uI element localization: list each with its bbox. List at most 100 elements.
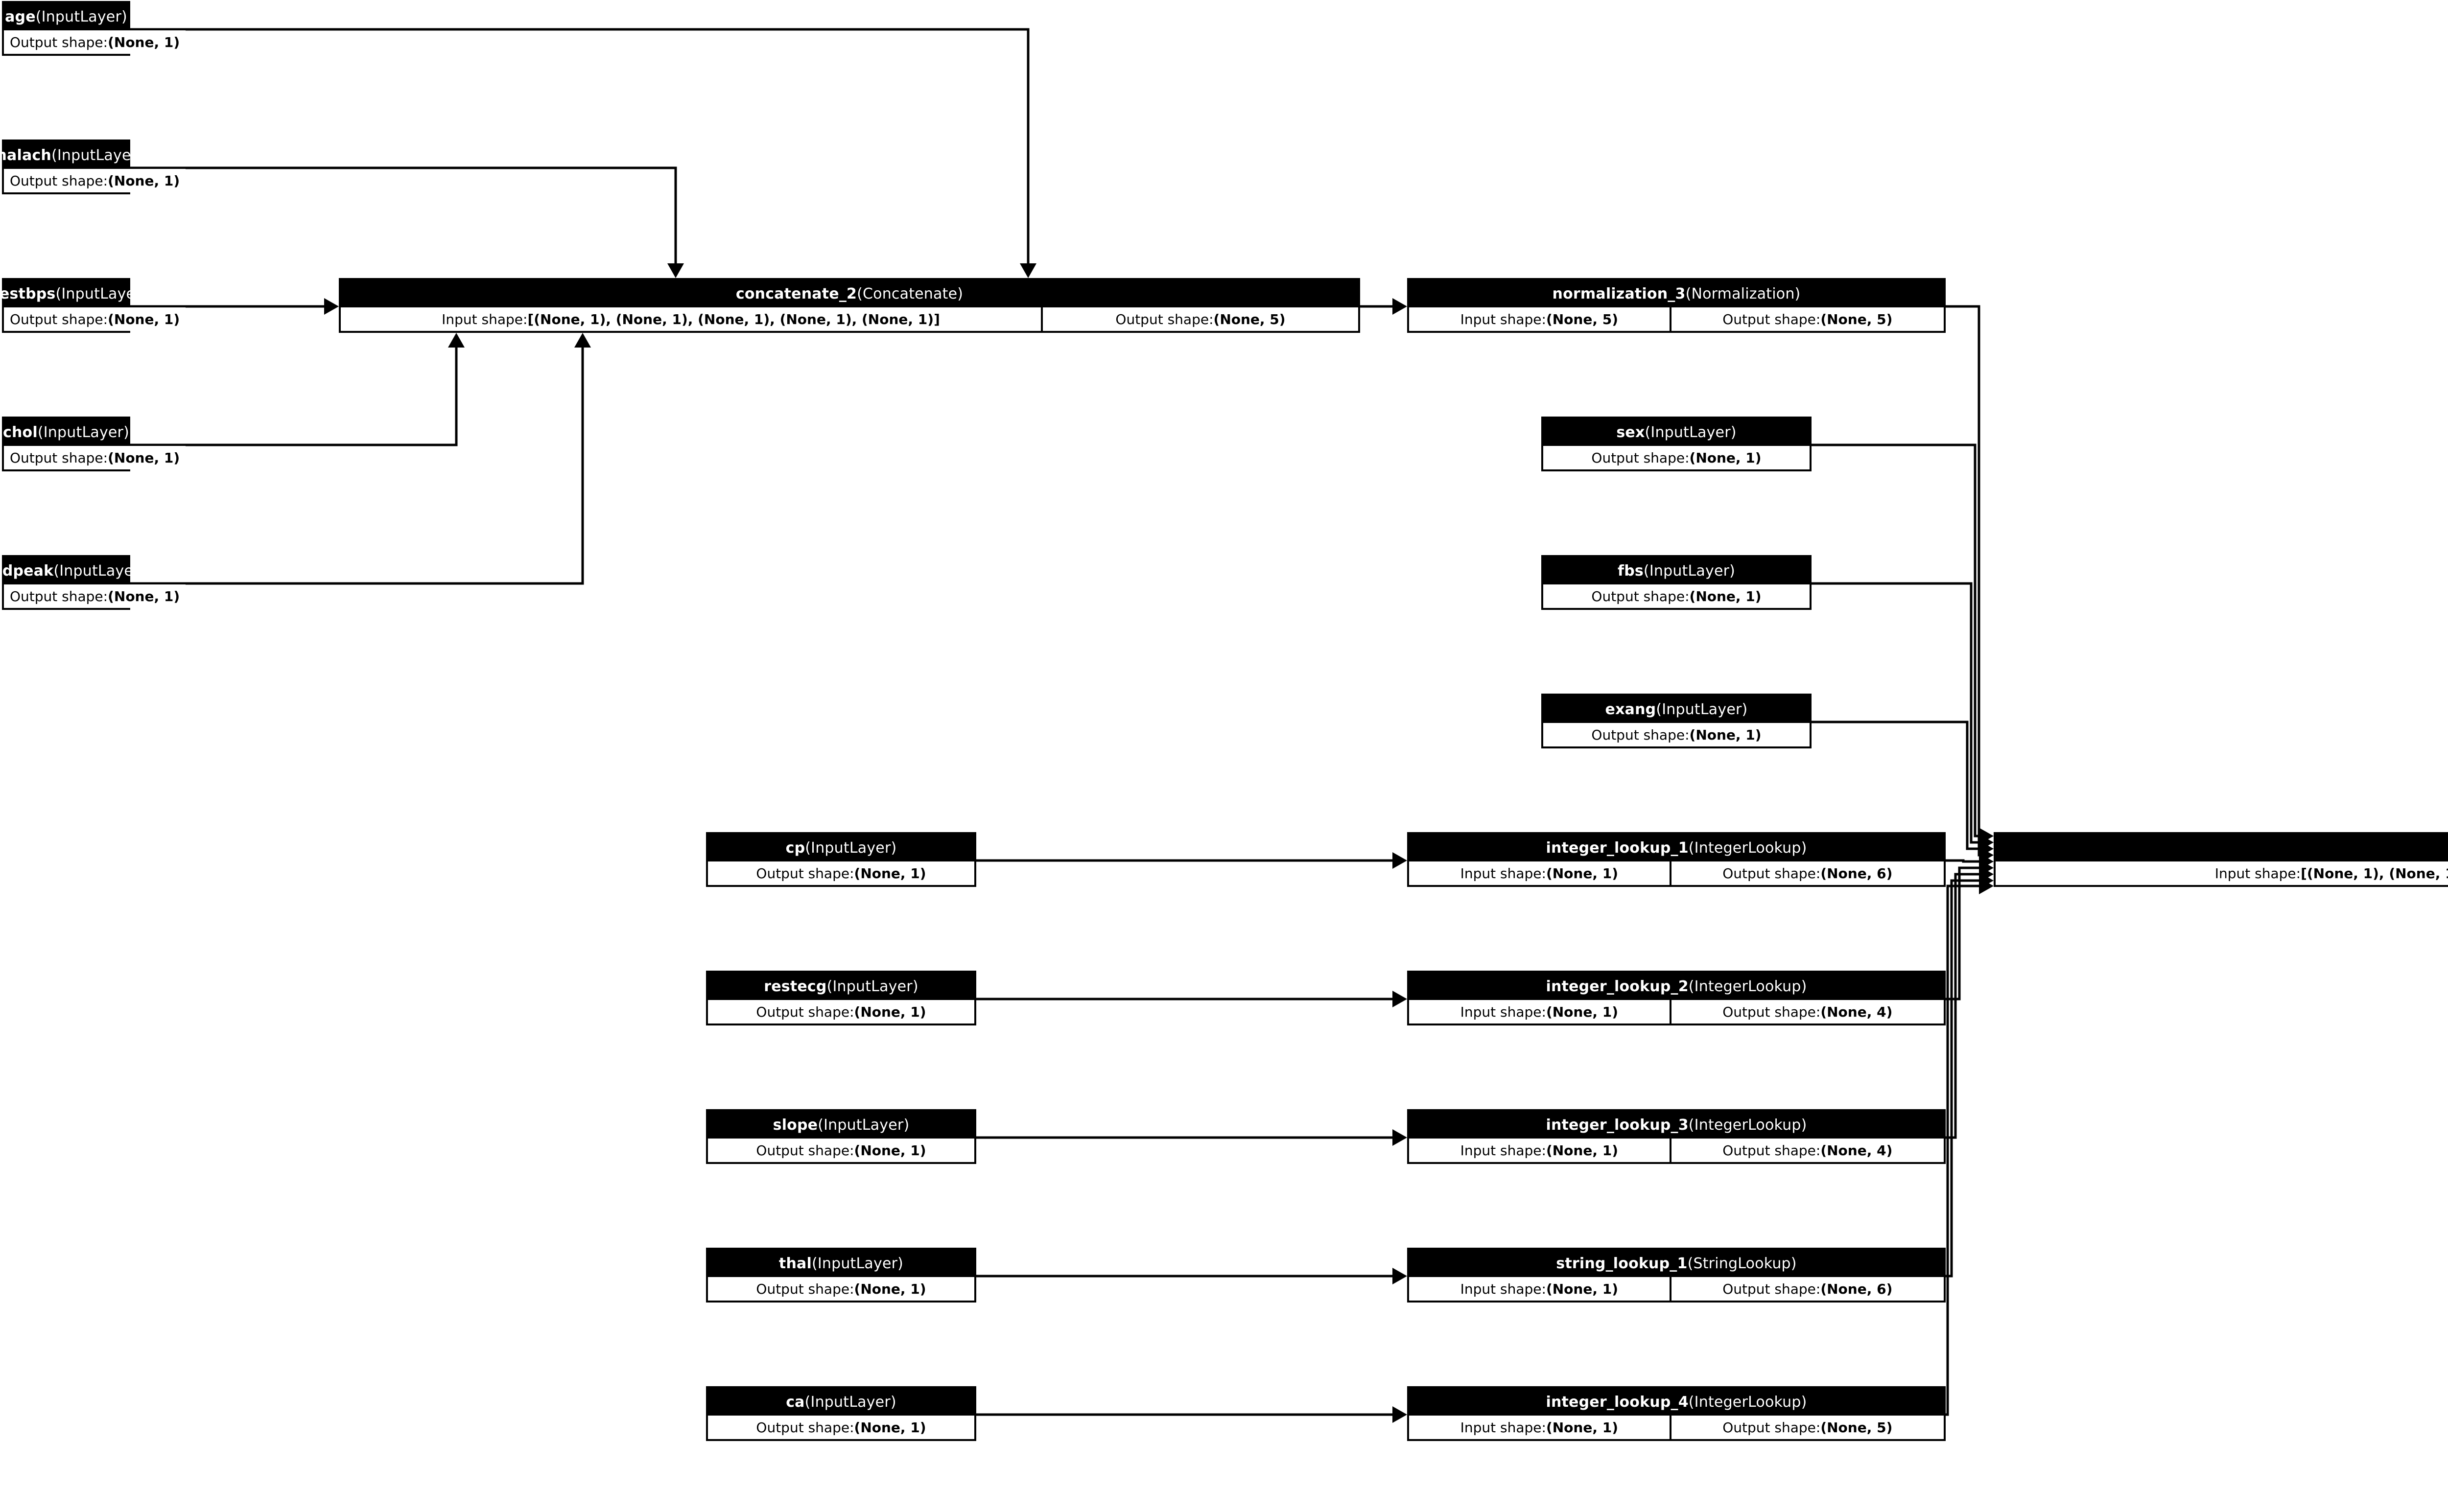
output-shape-value-normalization_3: (None, 5) [1820,311,1893,327]
output-shape-value-string_lookup_1: (None, 6) [1820,1280,1893,1297]
arrowhead-cp-to-integer_lookup_1 [1392,852,1407,869]
node-oldpeak[interactable]: oldpeak(InputLayer)Output shape:(None, 1… [0,555,186,610]
node-shapes-age: Output shape:(None, 1) [4,30,186,54]
output-shape-label-exang: Output shape: [1591,726,1690,743]
output-shape-value-integer_lookup_3: (None, 4) [1820,1142,1893,1159]
input-shape-label-integer_lookup_1: Input shape: [1460,865,1546,882]
node-title-integer_lookup_4: integer_lookup_4(IntegerLookup) [1409,1388,1944,1416]
output-shape-cell-oldpeak: Output shape:(None, 1) [4,584,186,608]
edge-oldpeak-to-concatenate_2 [130,348,584,585]
node-name-concatenate_2: concatenate_2 [735,285,857,302]
node-name-integer_lookup_3: integer_lookup_3 [1546,1116,1689,1134]
input-shape-value-integer_lookup_2: (None, 1) [1546,1003,1618,1020]
input-shape-value-concatenate_3: [(None, 1), (None, 1), (None, 1), (None,… [2301,865,2448,882]
input-shape-value-integer_lookup_4: (None, 1) [1546,1419,1618,1436]
output-shape-value-concatenate_2: (None, 5) [1213,311,1286,327]
output-shape-cell-slope: Output shape:(None, 1) [708,1139,974,1162]
node-thalach[interactable]: thalach(InputLayer)Output shape:(None, 1… [0,140,186,194]
node-age[interactable]: age(InputLayer)Output shape:(None, 1) [2,1,186,56]
node-shapes-integer_lookup_4: Input shape:(None, 1) Output shape: (None,… [1409,1416,1944,1439]
node-shapes-exang: Output shape:(None, 1) [1543,723,1810,746]
output-shape-cell-age: Output shape:(None, 1) [4,30,186,54]
node-name-trestbps: trestbps [0,285,56,302]
node-type-exang: (InputLayer) [1656,700,1748,718]
node-type-normalization_3: (Normalization) [1685,285,1801,302]
node-cp[interactable]: cp(InputLayer) Output shape:(None, 1) [706,832,976,887]
arrowhead-thalach-to-concatenate_2 [667,263,684,278]
node-name-thalach: thalach [0,146,51,164]
node-type-cp: (InputLayer) [805,839,897,857]
node-title-trestbps: trestbps(InputLayer) [0,280,147,307]
input-shape-label-concatenate_2: Input shape: [442,311,528,327]
output-shape-value-ca: (None, 1) [854,1419,926,1436]
input-shape-cell-integer_lookup_4: Input shape:(None, 1) [1409,1416,1670,1439]
node-integer_lookup_2[interactable]: integer_lookup_2(IntegerLookup) Input sha… [1407,971,1946,1025]
edge-integer_lookup_2-to-concatenate_3 [1946,866,1981,1000]
node-name-slope: slope [773,1116,818,1134]
output-shape-label-integer_lookup_4: Output shape: [1722,1419,1821,1436]
output-shape-cell-restecg: Output shape:(None, 1) [708,1000,974,1024]
node-string_lookup_1[interactable]: string_lookup_1(StringLookup)Input shape… [1407,1248,1946,1303]
node-type-age: (InputLayer) [35,8,127,25]
node-trestbps[interactable]: trestbps(InputLayer)Output shape:(None, … [0,278,186,333]
edge-thalach-to-concatenate_2 [130,166,677,263]
node-slope[interactable]: slope(InputLayer)Output shape:(None, 1) [706,1109,976,1164]
input-shape-label-integer_lookup_2: Input shape: [1460,1003,1546,1020]
arrowhead-concatenate_2-to-normalization_3 [1392,298,1407,315]
edge-age-to-concatenate_2 [130,28,1030,263]
edge-chol-to-concatenate_2 [130,348,458,446]
output-shape-cell-sex: Output shape:(None, 1) [1543,446,1810,469]
node-name-oldpeak: oldpeak [0,562,54,580]
arrowhead-sex-to-concatenate_3 [1979,828,1994,844]
node-integer_lookup_3[interactable]: integer_lookup_3(IntegerLookup)Input sha… [1407,1109,1946,1164]
node-thal[interactable]: thal(InputLayer)Output shape:(None, 1) [706,1248,976,1303]
output-shape-cell-exang: Output shape:(None, 1) [1543,723,1810,746]
node-title-age: age(InputLayer) [4,3,128,30]
output-shape-cell-integer_lookup_1: Output shape:(None, 6) [1671,861,1944,885]
output-shape-label-restecg: Output shape: [756,1003,854,1020]
node-title-integer_lookup_2: integer_lookup_2(IntegerLookup) [1409,973,1944,1000]
node-restecg[interactable]: restecg(InputLayer)Output shape:(None, 1… [706,971,976,1025]
output-shape-value-trestbps: (None, 1) [108,311,180,327]
output-shape-value-oldpeak: (None, 1) [108,588,180,605]
output-shape-value-sex: (None, 1) [1689,449,1762,466]
input-shape-cell-normalization_3: Input shape:(None, 5) [1409,307,1670,331]
arrowhead-thal-to-string_lookup_1 [1392,1268,1407,1284]
output-shape-cell-normalization_3: Output shape:(None, 5) [1671,307,1944,331]
output-shape-label-normalization_3: Output shape: [1722,311,1821,327]
output-shape-cell-fbs: Output shape:(None, 1) [1543,584,1810,608]
node-name-exang: exang [1605,700,1656,718]
node-integer_lookup_1[interactable]: integer_lookup_1(IntegerLookup)Input sha… [1407,832,1946,887]
node-chol[interactable]: chol(InputLayer)Output shape:(None, 1) [2,417,186,471]
node-exang[interactable]: exang(InputLayer) Output shape:(None, 1) [1541,694,1812,748]
node-name-normalization_3: normalization_3 [1552,285,1686,302]
node-name-cp: cp [785,839,805,857]
node-type-trestbps: (InputLayer) [55,285,147,302]
input-shape-cell-concatenate_2: Input shape:[(None, 1), (None, 1), (None… [341,307,1041,331]
node-shapes-thal: Output shape:(None, 1) [708,1277,974,1301]
node-normalization_3[interactable]: normalization_3(Normalization) Input shap… [1407,278,1946,333]
node-type-sex: (InputLayer) [1645,423,1737,441]
node-name-integer_lookup_2: integer_lookup_2 [1546,977,1689,995]
node-title-sex: sex(InputLayer) [1543,419,1810,446]
arrowhead-integer_lookup_4-to-concatenate_3 [1979,878,1994,894]
node-ca[interactable]: ca(InputLayer)Output shape:(None, 1) [706,1386,976,1441]
arrowhead-ca-to-integer_lookup_4 [1392,1406,1407,1423]
node-sex[interactable]: sex(InputLayer)Output shape:(None, 1) [1541,417,1812,471]
node-name-thal: thal [778,1255,812,1272]
node-title-restecg: restecg(InputLayer) [708,973,974,1000]
output-shape-value-cp: (None, 1) [854,865,926,882]
node-concatenate_2[interactable]: concatenate_2(Concatenate)Input shape:[(… [339,278,1360,333]
node-concatenate_3[interactable]: concatenate_3(Concatenate)Input shape:[(… [1994,832,2448,887]
node-type-integer_lookup_3: (IntegerLookup) [1688,1116,1807,1134]
node-integer_lookup_4[interactable]: integer_lookup_4(IntegerLookup)Input sha… [1407,1386,1946,1441]
node-shapes-integer_lookup_1: Input shape:(None, 1)Output shape:(None,… [1409,861,1944,885]
node-fbs[interactable]: fbs(InputLayer)Output shape:(None, 1) [1541,555,1812,610]
node-shapes-slope: Output shape:(None, 1) [708,1139,974,1162]
arrowhead-integer_lookup_3-to-concatenate_3 [1979,866,1994,883]
node-type-thalach: (InputLayer) [51,146,143,164]
node-shapes-ca: Output shape:(None, 1) [708,1416,974,1439]
output-shape-cell-cp: Output shape:(None, 1) [708,861,974,885]
